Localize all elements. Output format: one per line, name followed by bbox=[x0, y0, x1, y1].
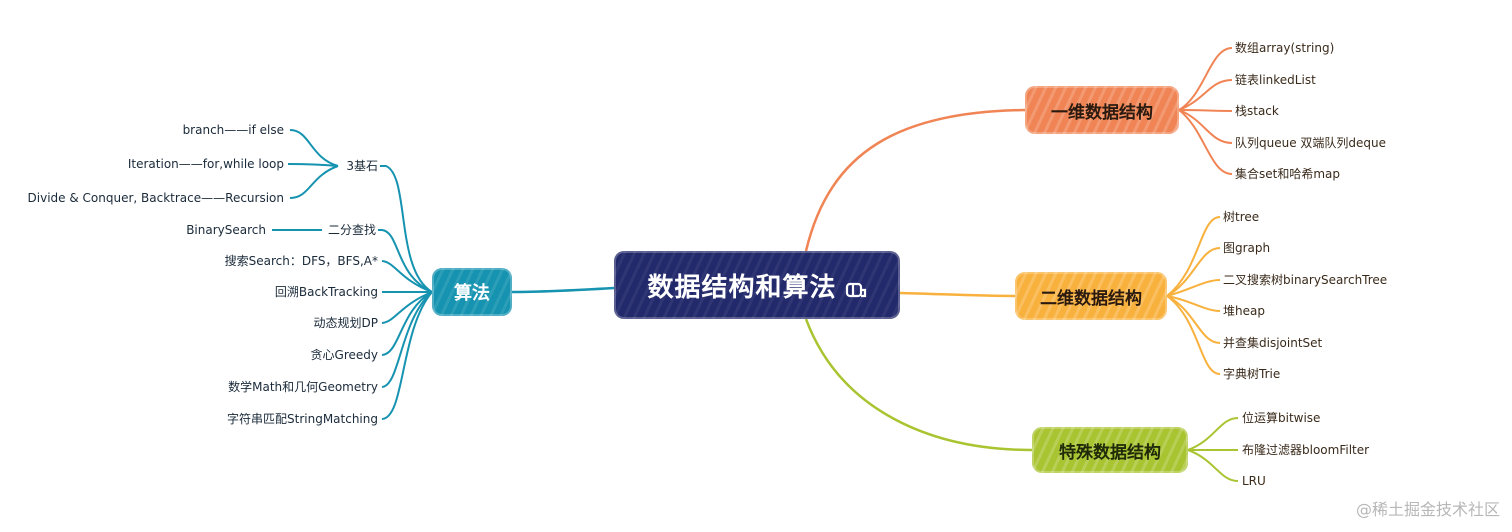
ds-special-item[interactable]: LRU bbox=[1242, 474, 1266, 488]
ds2-links bbox=[1166, 216, 1221, 375]
watermark: @稀土掘金技术社区 bbox=[1355, 500, 1500, 519]
ds-2d-node[interactable]: 二维数据结构 bbox=[1015, 272, 1167, 320]
algorithm-item[interactable]: 字符串匹配StringMatching bbox=[227, 412, 378, 426]
ds-2d-item[interactable]: 字典树Trie bbox=[1223, 367, 1281, 381]
ds-special-label: 特殊数据结构 bbox=[1059, 442, 1161, 463]
algorithm-item[interactable]: 搜索Search：DFS，BFS,A* bbox=[224, 254, 378, 268]
ds-1d-label: 一维数据结构 bbox=[1051, 102, 1153, 123]
ds-1d-node[interactable]: 一维数据结构 bbox=[1025, 86, 1179, 134]
algorithm-links bbox=[272, 129, 433, 420]
center-title: 数据结构和算法 bbox=[647, 272, 837, 303]
algorithm-node[interactable]: 算法 bbox=[432, 268, 512, 316]
link-center-ds1 bbox=[804, 108, 1026, 252]
ds-2d-item[interactable]: 堆heap bbox=[1223, 304, 1265, 318]
ds-2d-item[interactable]: 二叉搜索树binarySearchTree bbox=[1223, 273, 1388, 287]
algorithm-item[interactable]: 3基石 bbox=[346, 159, 378, 173]
algorithm-item[interactable]: 动态规划DP bbox=[313, 316, 378, 330]
center-node[interactable]: 数据结构和算法 bbox=[614, 251, 900, 319]
ds-special-node[interactable]: 特殊数据结构 bbox=[1032, 427, 1188, 473]
ds-2d-label: 二维数据结构 bbox=[1040, 288, 1142, 309]
cornerstone-item[interactable]: Iteration——for,while loop bbox=[127, 157, 284, 171]
ds-special-item[interactable]: 布隆过滤器bloomFilter bbox=[1242, 443, 1370, 457]
ds-special-item[interactable]: 位运算bitwise bbox=[1242, 411, 1321, 425]
link-center-ds3 bbox=[804, 318, 1033, 452]
ds-1d-item[interactable]: 链表linkedList bbox=[1235, 73, 1316, 87]
link-center-ds2 bbox=[899, 291, 1016, 298]
ds-1d-item[interactable]: 队列queue 双端队列deque bbox=[1235, 136, 1387, 150]
cornerstone-item[interactable]: branch——if else bbox=[182, 123, 284, 137]
algorithm-item[interactable]: 数学Math和几何Geometry bbox=[228, 380, 378, 394]
ds3-links bbox=[1187, 417, 1239, 482]
ds-1d-item[interactable]: 栈stack bbox=[1235, 104, 1279, 118]
algorithm-item[interactable]: 贪心Greedy bbox=[310, 348, 378, 362]
ds-1d-item[interactable]: 数组array(string) bbox=[1235, 41, 1335, 55]
ds1-links bbox=[1178, 47, 1233, 175]
algorithm-label: 算法 bbox=[454, 283, 490, 304]
ds-2d-item[interactable]: 并查集disjointSet bbox=[1223, 336, 1323, 350]
memo-icon bbox=[845, 276, 867, 298]
link-center-algorithm bbox=[511, 286, 615, 294]
binary-search-leaf[interactable]: BinarySearch bbox=[186, 223, 266, 237]
cornerstone-item[interactable]: Divide & Conquer, Backtrace——Recursion bbox=[27, 191, 284, 205]
ds-1d-item[interactable]: 集合set和哈希map bbox=[1235, 167, 1341, 181]
algorithm-item[interactable]: 二分查找 bbox=[327, 223, 376, 237]
algorithm-item[interactable]: 回溯BackTracking bbox=[274, 285, 378, 299]
ds-2d-item[interactable]: 图graph bbox=[1223, 241, 1271, 255]
ds-2d-item[interactable]: 树tree bbox=[1223, 210, 1260, 224]
